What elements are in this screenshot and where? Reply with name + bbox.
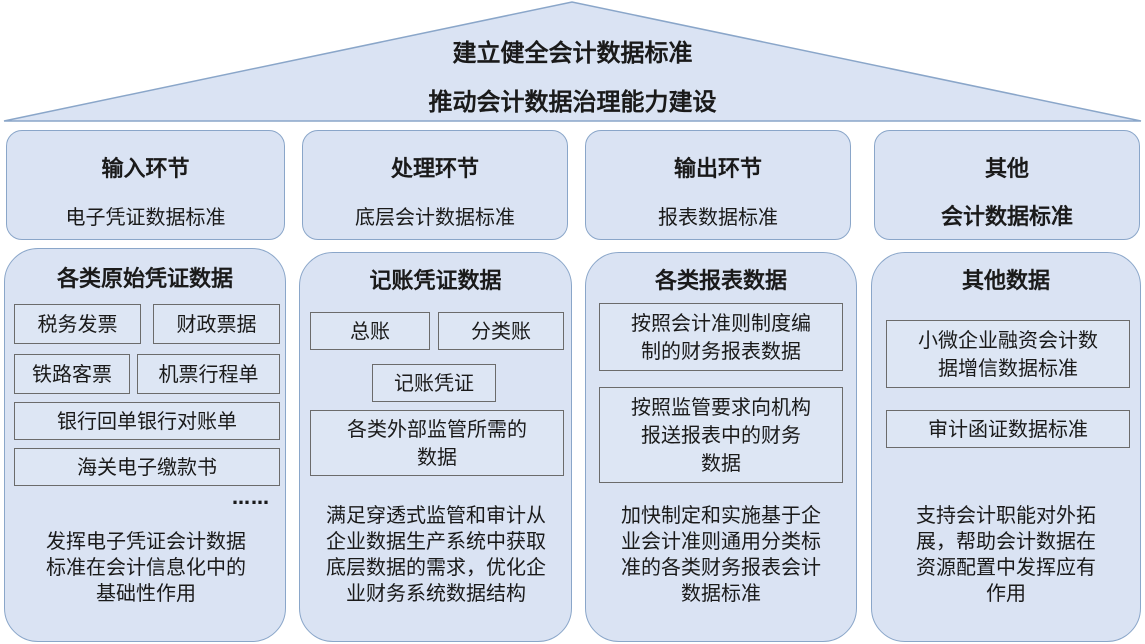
item-tax-invoice: 税务发票 — [14, 304, 141, 344]
item-general-ledger: 总账 — [310, 312, 430, 350]
roof-triangle — [3, 1, 1142, 122]
item-regulatory-reports: 按照监管要求向机构 报送报表中的财务 数据 — [599, 387, 843, 483]
column-description: 满足穿透式监管和审计从 企业数据生产系统中获取 底层数据的需求，优化企 业财务系… — [326, 503, 546, 605]
item-financial-statements: 按照会计准则制度编 制的财务报表数据 — [599, 303, 843, 371]
header-title: 处理环节 — [390, 157, 479, 182]
header-subtitle: 电子凭证数据标准 — [65, 205, 226, 229]
column-title: 其他数据 — [961, 269, 1050, 294]
item-accounting-voucher: 记账凭证 — [372, 364, 496, 402]
header-input-stage: 输入环节 电子凭证数据标准 — [6, 130, 285, 240]
header-title: 输出环节 — [673, 157, 762, 182]
header-subtitle: 底层会计数据标准 — [355, 205, 515, 229]
item-air-itinerary: 机票行程单 — [137, 354, 280, 394]
item-customs-payment: 海关电子缴款书 — [14, 448, 280, 486]
header-output-stage: 输出环节 报表数据标准 — [585, 130, 851, 240]
item-audit-confirmation-standard: 审计函证数据标准 — [886, 410, 1130, 448]
item-subsidiary-ledger: 分类账 — [438, 312, 564, 350]
item-fiscal-receipt: 财政票据 — [153, 304, 280, 344]
item-railway-ticket: 铁路客票 — [14, 354, 130, 394]
column-description: 支持会计职能对外拓 展，帮助会计数据在 资源配置中发挥应有 作用 — [916, 503, 1096, 605]
column-description: 发挥电子凭证会计数据 标准在会计信息化中的 基础性作用 — [46, 529, 246, 605]
item-sme-finance-standard: 小微企业融资会计数 据增信数据标准 — [886, 320, 1130, 388]
header-subtitle: 报表数据标准 — [658, 205, 778, 229]
header-other-stage: 其他 会计数据标准 — [874, 130, 1140, 240]
column-title: 各类报表数据 — [654, 269, 787, 294]
item-bank-statement: 银行回单银行对账单 — [14, 402, 280, 440]
column-title: 各类原始凭证数据 — [56, 267, 233, 292]
roof-title-line1: 建立健全会计数据标准 — [452, 39, 693, 67]
column-title: 记账凭证数据 — [369, 269, 502, 294]
header-title: 其他 — [984, 157, 1029, 182]
header-title: 输入环节 — [101, 157, 190, 182]
roof-title-line2: 推动会计数据治理能力建设 — [428, 88, 717, 116]
header-subtitle: 会计数据标准 — [940, 205, 1073, 230]
ellipsis: …… — [232, 488, 270, 509]
item-external-regulatory-data: 各类外部监管所需的 数据 — [310, 410, 564, 476]
header-processing-stage: 处理环节 底层会计数据标准 — [302, 130, 568, 240]
column-description: 加快制定和实施基于企 业会计准则通用分类标 准的各类财务报表会计 数据标准 — [621, 503, 821, 605]
